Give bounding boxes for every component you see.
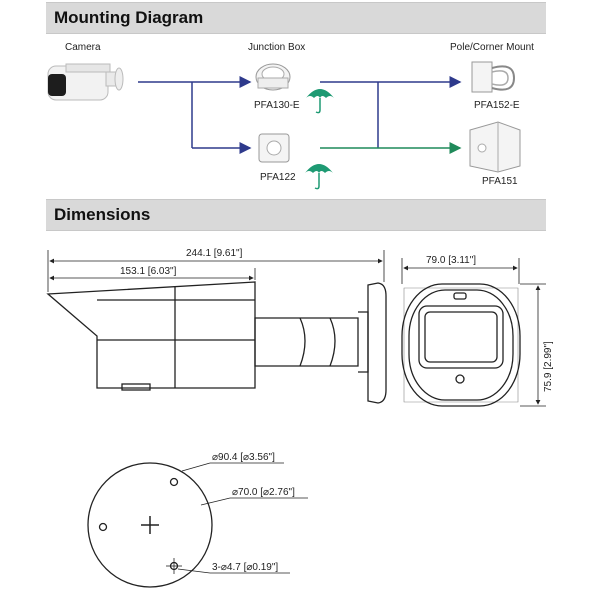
umbrella-icon: [305, 164, 333, 190]
mounting-diagram-header: Mounting Diagram: [46, 2, 546, 34]
umbrella-icon: [306, 89, 334, 114]
base-outer-diameter-label: ⌀90.4 [⌀3.56"]: [212, 452, 275, 463]
width-label: 79.0 [3.11"]: [426, 255, 476, 266]
mounting-diagram-title: Mounting Diagram: [54, 8, 204, 27]
pole-mount-label: Pole/Corner Mount: [450, 42, 534, 53]
base-plate-view: [87, 462, 213, 588]
base-hole-circle-label: ⌀70.0 [⌀2.76"]: [232, 487, 295, 498]
camera-label: Camera: [65, 42, 101, 53]
junction-box-pfa130e-image: [255, 63, 291, 91]
pfa151-label: PFA151: [482, 176, 518, 187]
connection-lines: [138, 76, 462, 154]
pfa152e-label: PFA152-E: [474, 100, 520, 111]
camera-side-view: [46, 281, 387, 404]
length-body-label: 153.1 [6.03"]: [120, 266, 177, 277]
dimension-lines-front: [401, 258, 546, 407]
length-total-label: 244.1 [9.61"]: [186, 248, 243, 259]
base-holes-label: 3-⌀4.7 [⌀0.19"]: [212, 562, 278, 573]
junction-box-label: Junction Box: [248, 42, 305, 53]
height-label: 75.9 [2.99"]: [543, 341, 554, 392]
dimensions-header: Dimensions: [46, 199, 546, 231]
base-leader-lines: [177, 462, 308, 574]
camera-front-view: [401, 283, 521, 407]
junction-box-pfa122-image: [258, 133, 290, 163]
camera-image: [47, 63, 124, 101]
dimension-lines-side: [47, 250, 385, 292]
pfa122-label: PFA122: [260, 172, 296, 183]
pfa130e-label: PFA130-E: [254, 100, 300, 111]
corner-mount-pfa151-image: [469, 121, 521, 173]
pole-mount-pfa152e-image: [471, 61, 516, 93]
dimensions-title: Dimensions: [54, 205, 151, 224]
